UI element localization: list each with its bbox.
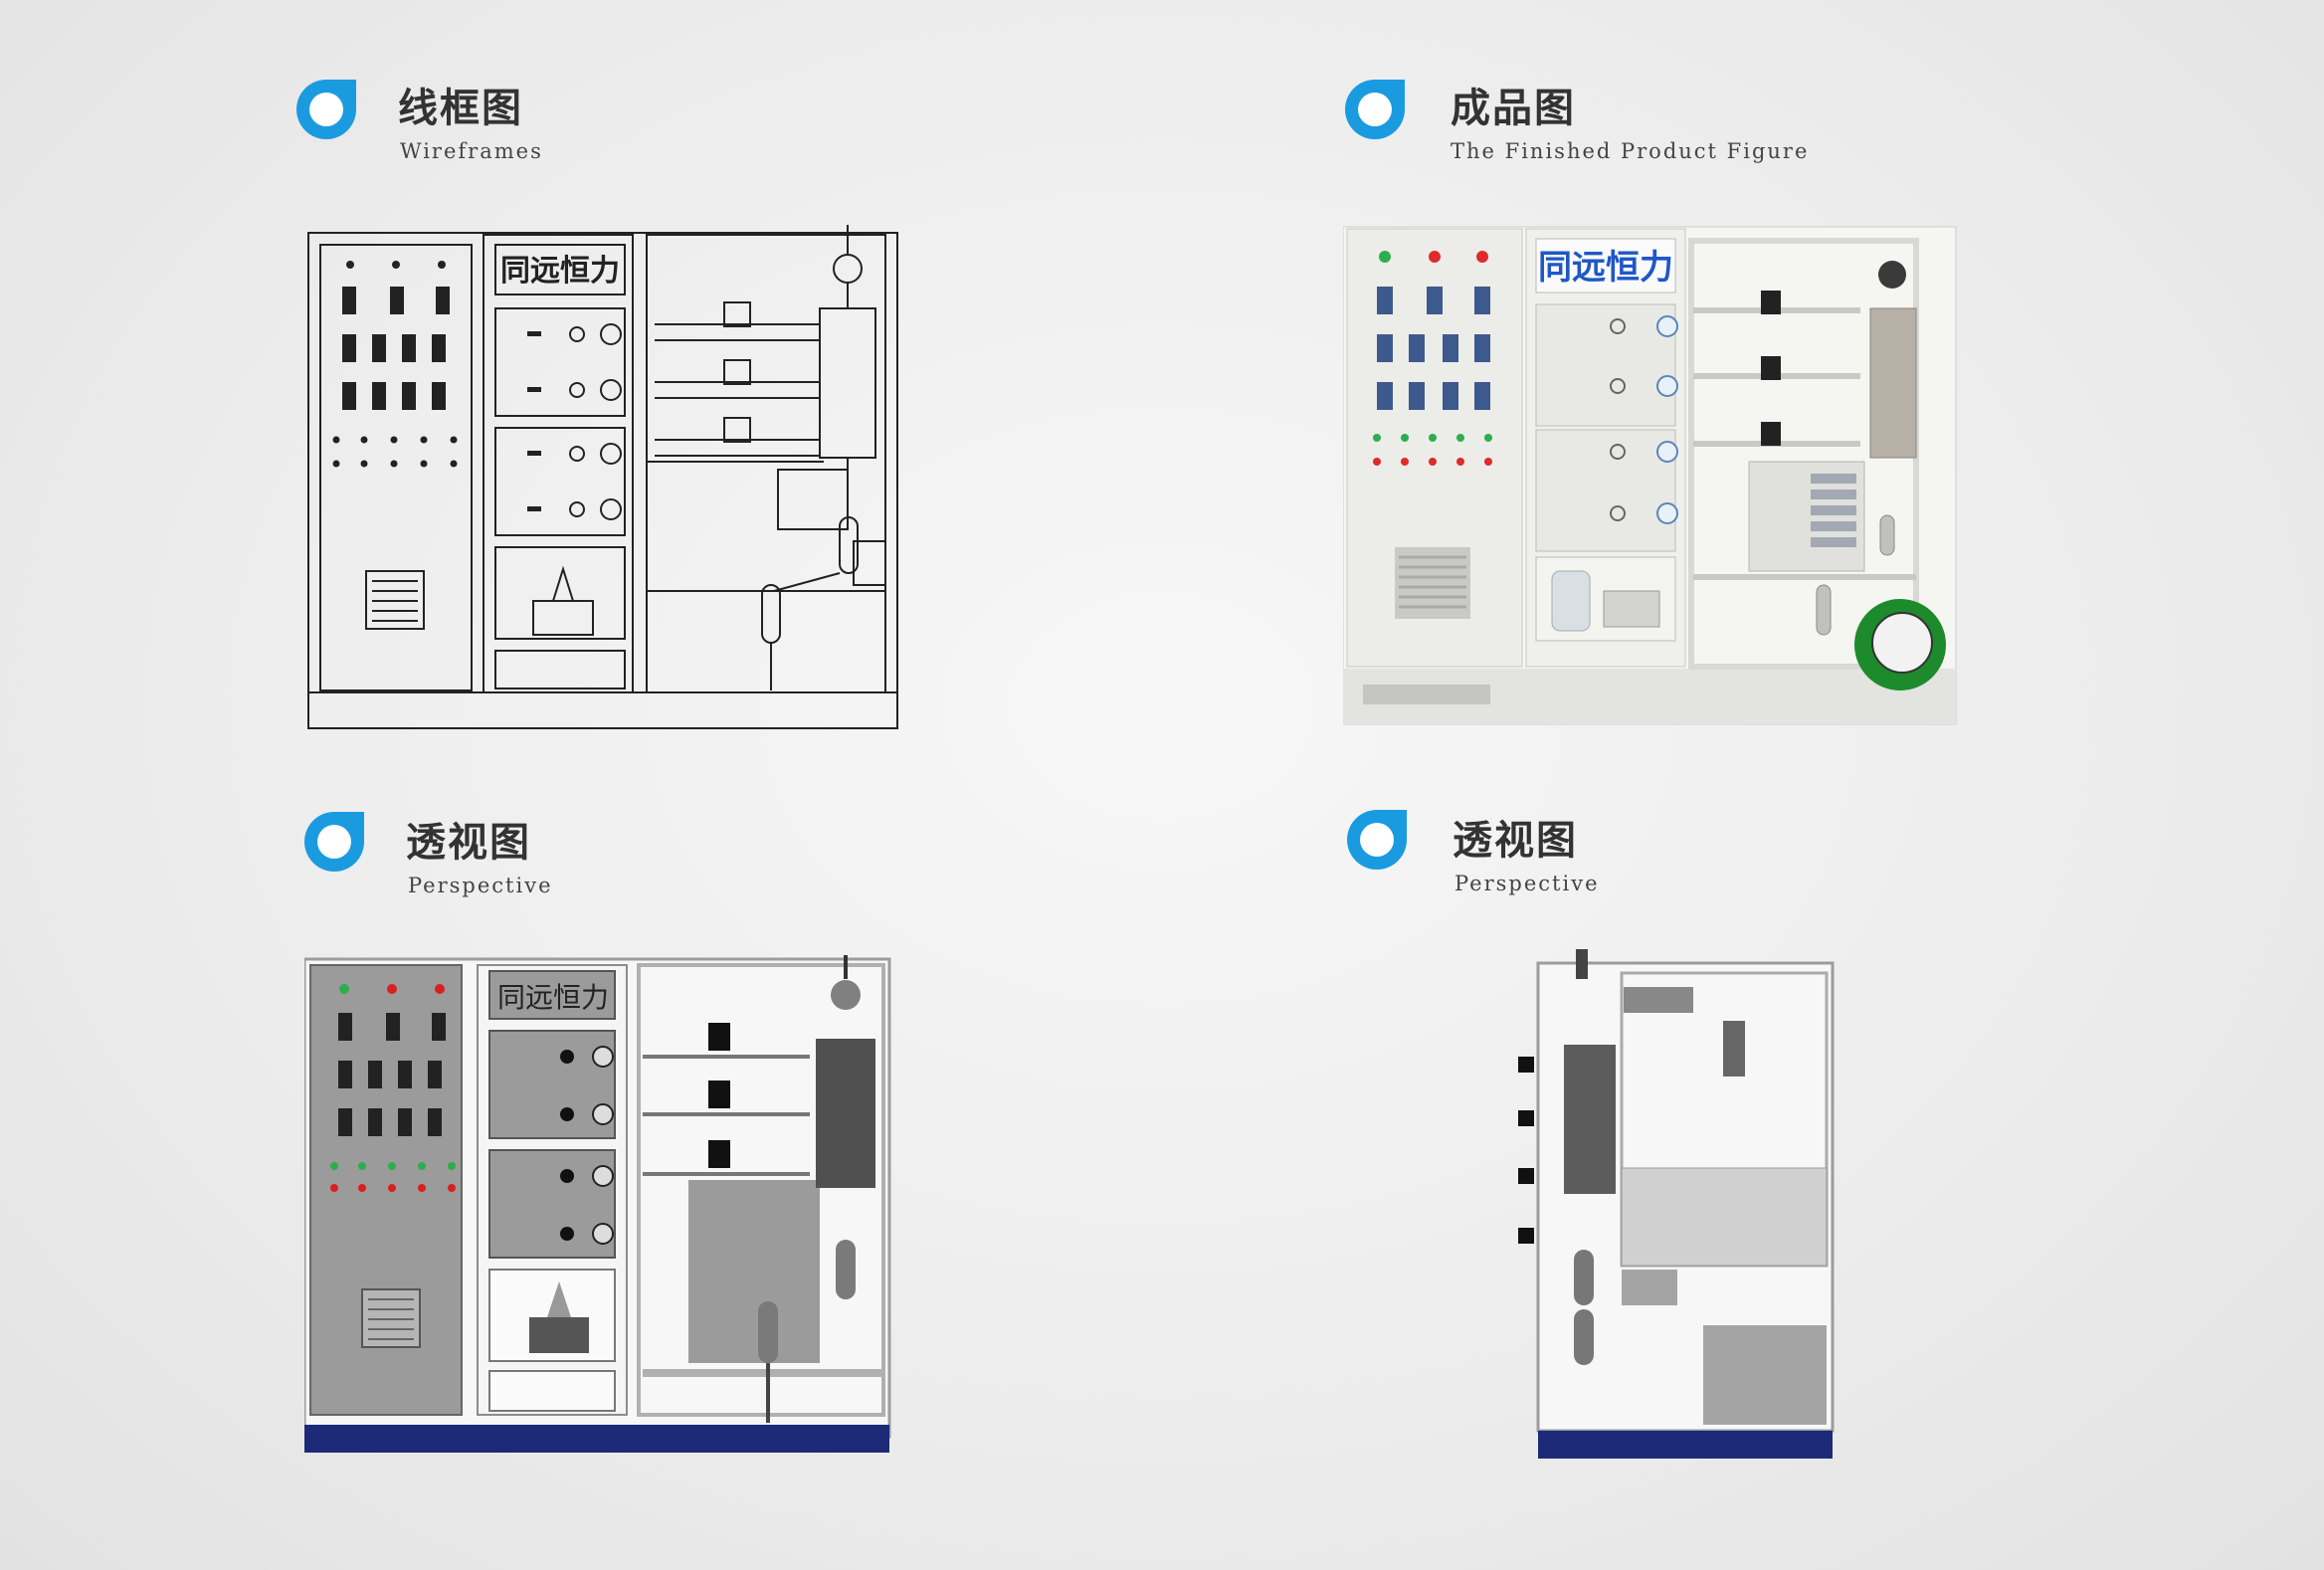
- section-title: 透视图: [406, 819, 531, 866]
- ring-marker-icon: [304, 812, 364, 872]
- finished-product-illustration: 同远恒力: [1343, 226, 1957, 725]
- brand-label: 同远恒力: [500, 254, 620, 289]
- ring-marker-icon: [1345, 80, 1405, 139]
- perspective-side-illustration: [1518, 949, 1835, 1459]
- section-title: 透视图: [1452, 817, 1578, 864]
- section-title: 线框图: [398, 85, 523, 131]
- brand-label: 同远恒力: [497, 981, 609, 1014]
- ring-marker-icon: [296, 80, 356, 139]
- perspective-front-illustration: 同远恒力: [304, 955, 891, 1453]
- brand-label: 同远恒力: [1538, 248, 1673, 288]
- section-title: 成品图: [1451, 85, 1576, 131]
- ring-marker-icon: [1347, 810, 1407, 870]
- section-subtitle: Wireframes: [400, 139, 543, 163]
- section-subtitle: Perspective: [408, 874, 553, 897]
- section-subtitle: Perspective: [1454, 872, 1600, 895]
- section-subtitle: The Finished Product Figure: [1451, 139, 1810, 163]
- wireframe-illustration: 同远恒力: [307, 225, 898, 729]
